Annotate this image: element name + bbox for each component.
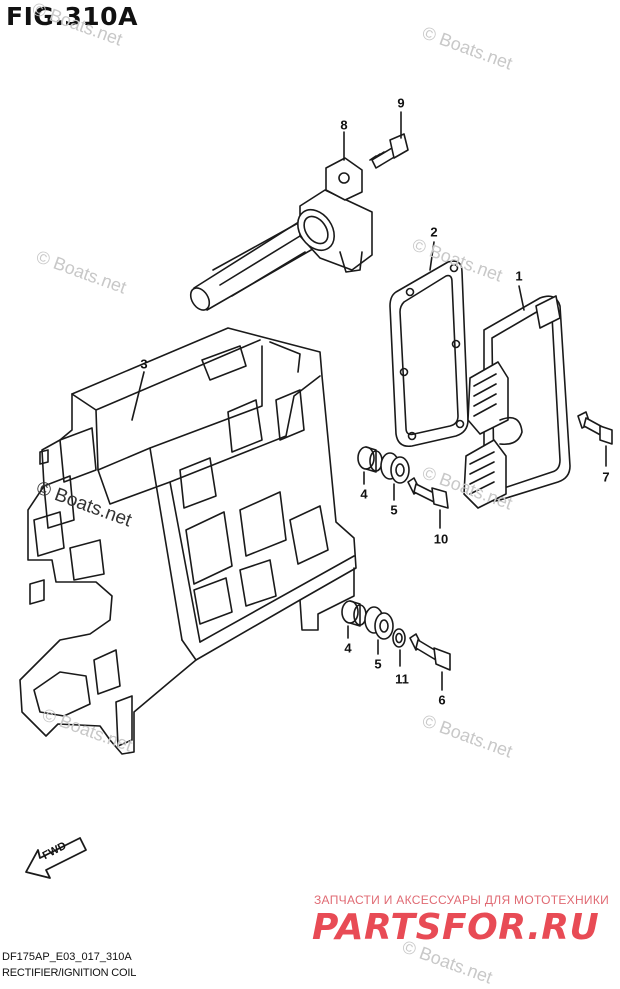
bushing-4-lower-part (341, 600, 367, 639)
callout-10[interactable]: 10 (433, 531, 449, 547)
callout-4-lower[interactable]: 4 (344, 640, 352, 656)
fwd-arrow-icon (25, 837, 87, 879)
callout-11[interactable]: 11 (395, 671, 409, 687)
callout-2[interactable]: 2 (430, 224, 438, 240)
gasket-part (389, 241, 469, 448)
callout-8[interactable]: 8 (340, 117, 348, 133)
bolt-9-part (369, 111, 409, 169)
figure-title: FIG.310A (6, 2, 138, 31)
washer-part (392, 628, 406, 667)
bolt-10-part (407, 477, 449, 529)
grommet-5-upper-part (380, 452, 410, 501)
callout-5-upper[interactable]: 5 (390, 502, 398, 518)
callout-9[interactable]: 9 (397, 95, 405, 111)
bolt-6-part (409, 633, 451, 691)
callout-4-upper[interactable]: 4 (360, 486, 368, 502)
diagram-code: DF175AP_E03_017_310A (2, 951, 132, 963)
bolt-7-part (577, 411, 613, 467)
callout-6[interactable]: 6 (438, 692, 446, 708)
promo-tagline: ЗАПЧАСТИ И АКСЕССУАРЫ ДЛЯ МОТОТЕХНИКИ (314, 893, 610, 907)
callout-3[interactable]: 3 (140, 356, 148, 372)
grommet-5-lower-part (364, 606, 394, 655)
callout-5-lower[interactable]: 5 (374, 656, 382, 672)
ignition-coil-part (189, 131, 373, 311)
promo-brand[interactable]: PARTSFOR.RU (312, 907, 600, 948)
bushing-4-upper-part (357, 446, 383, 485)
rectifier-part (463, 285, 571, 509)
bracket-part (19, 327, 357, 755)
diagram-name: RECTIFIER/IGNITION COIL (2, 967, 137, 979)
callout-1[interactable]: 1 (515, 268, 523, 284)
callout-7[interactable]: 7 (602, 469, 610, 485)
